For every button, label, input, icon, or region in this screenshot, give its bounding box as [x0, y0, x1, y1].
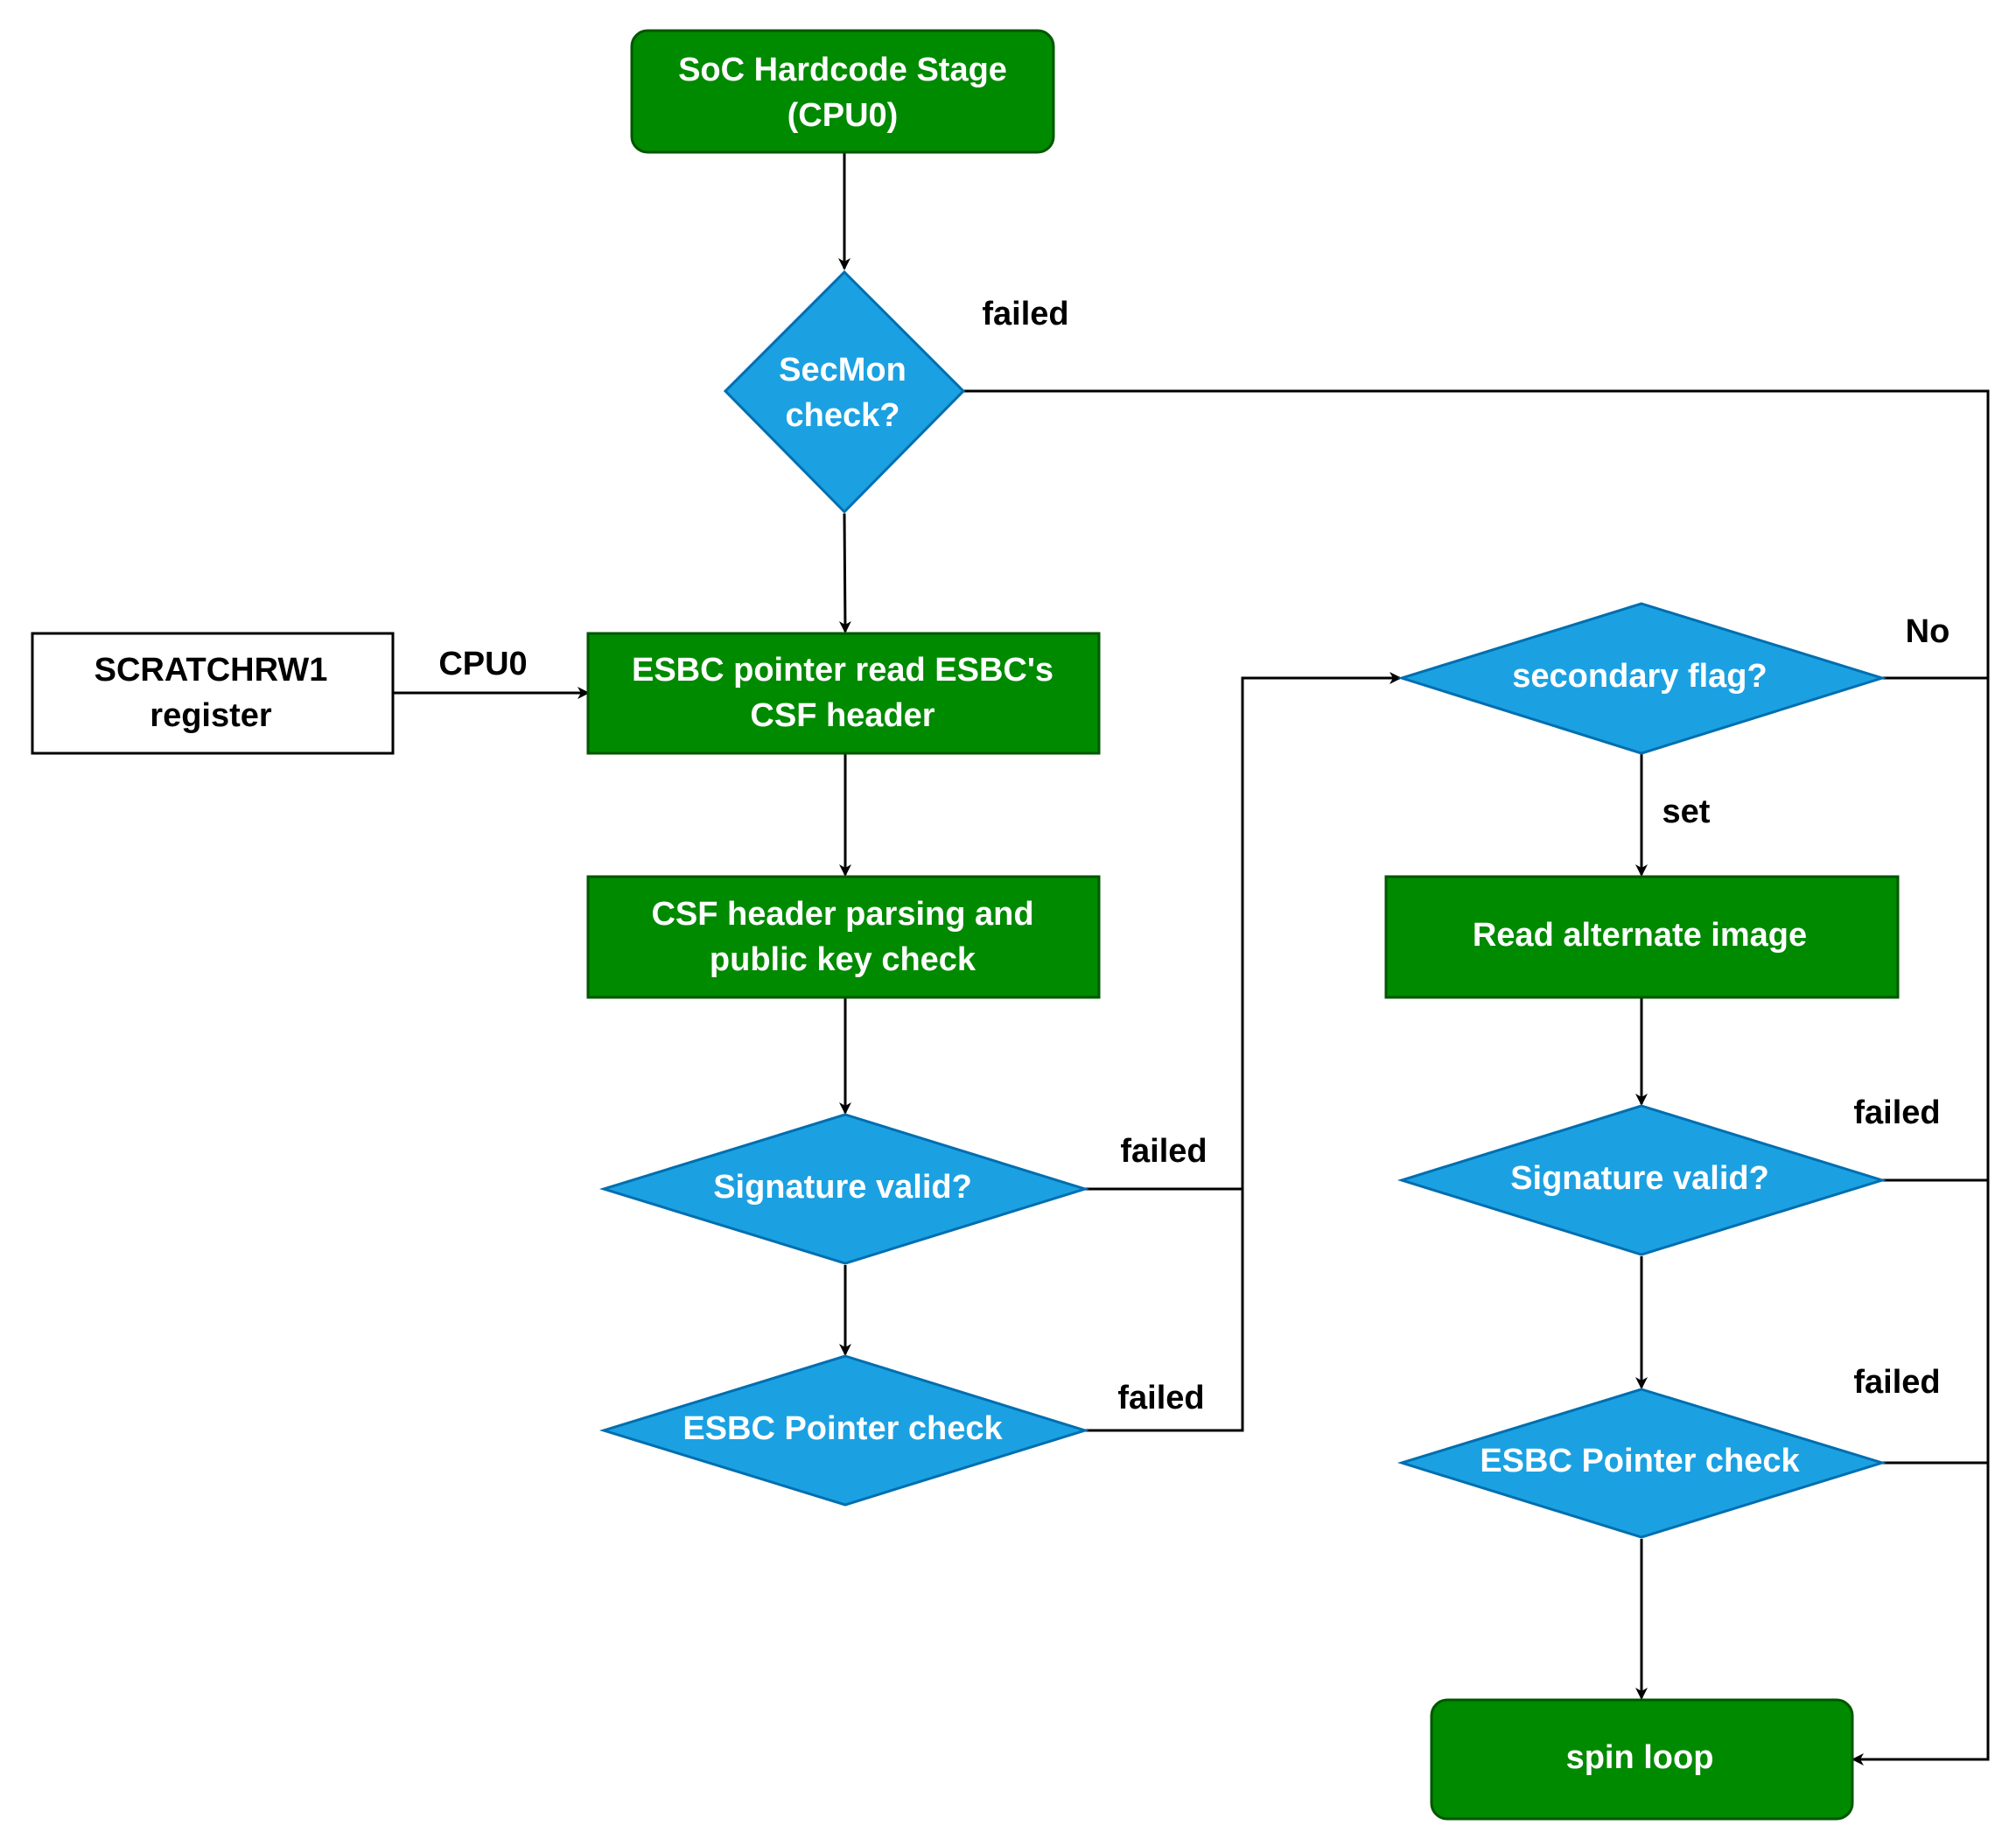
esbc-pointer-check-decision-1: ESBC Pointer check: [598, 1354, 1090, 1507]
edge-secmon-to-esbc-read: [838, 513, 851, 633]
spin-loop-label: spin loop: [1566, 1739, 1714, 1776]
secondary-flag-label: secondary flag?: [1512, 658, 1767, 695]
spin-loop: spin loop: [1430, 1698, 1854, 1821]
soc-hardcode-stage-line2: (CPU0): [788, 97, 899, 134]
secmon-failed-label: failed: [982, 296, 1068, 332]
scratchrw1-line2: register: [150, 697, 272, 734]
secmon-check-decision: SecMon check?: [723, 269, 966, 514]
ptr2-failed-label: failed: [1853, 1364, 1940, 1401]
edge-ptr1-failed-to-secondary: [1085, 672, 1402, 1432]
scratchrw1-register: SCRATCHRW1 register: [31, 632, 395, 755]
signature-valid-2-label: Signature valid?: [1510, 1160, 1769, 1197]
edges: [393, 152, 1990, 1766]
esbc-pointer-check-1-label: ESBC Pointer check: [682, 1410, 1003, 1447]
signature-valid-decision-1: Signature valid?: [598, 1113, 1090, 1265]
cpu0-edge-label: CPU0: [438, 646, 527, 682]
csf-header-parsing-line1: CSF header parsing and: [651, 896, 1033, 933]
esbc-pointer-read-line2: CSF header: [750, 697, 934, 734]
edge-labels: failed CPU0 failed failed No set failed …: [438, 296, 1950, 1416]
signature-valid-1-label: Signature valid?: [713, 1169, 972, 1206]
ptr1-failed-label: failed: [1117, 1380, 1204, 1416]
read-alternate-image-label: Read alternate image: [1473, 917, 1807, 954]
edge-secmon-failed-to-spin: [963, 389, 1990, 1766]
sig2-failed-label: failed: [1853, 1094, 1940, 1131]
sig1-failed-label: failed: [1120, 1133, 1207, 1170]
secmon-check-line2: check?: [786, 397, 900, 434]
scratchrw1-line1: SCRATCHRW1: [94, 652, 328, 689]
signature-valid-decision-2: Signature valid?: [1396, 1104, 1887, 1256]
esbc-pointer-check-decision-2: ESBC Pointer check: [1396, 1388, 1887, 1539]
secondary-no-label: No: [1906, 613, 1950, 650]
read-alternate-image: Read alternate image: [1384, 875, 1900, 999]
esbc-pointer-read-line1: ESBC pointer read ESBC's: [632, 652, 1054, 689]
secondary-flag-decision: secondary flag?: [1396, 602, 1887, 755]
soc-hardcode-stage-line1: SoC Hardcode Stage: [678, 52, 1007, 88]
secmon-check-line1: SecMon: [779, 352, 906, 388]
esbc-pointer-check-2-label: ESBC Pointer check: [1480, 1443, 1800, 1479]
csf-header-parsing-line2: public key check: [710, 941, 976, 978]
secondary-set-label: set: [1662, 794, 1711, 830]
soc-hardcode-stage: SoC Hardcode Stage (CPU0): [630, 29, 1055, 154]
esbc-pointer-read: ESBC pointer read ESBC's CSF header: [586, 632, 1101, 755]
csf-header-parsing: CSF header parsing and public key check: [586, 875, 1101, 999]
